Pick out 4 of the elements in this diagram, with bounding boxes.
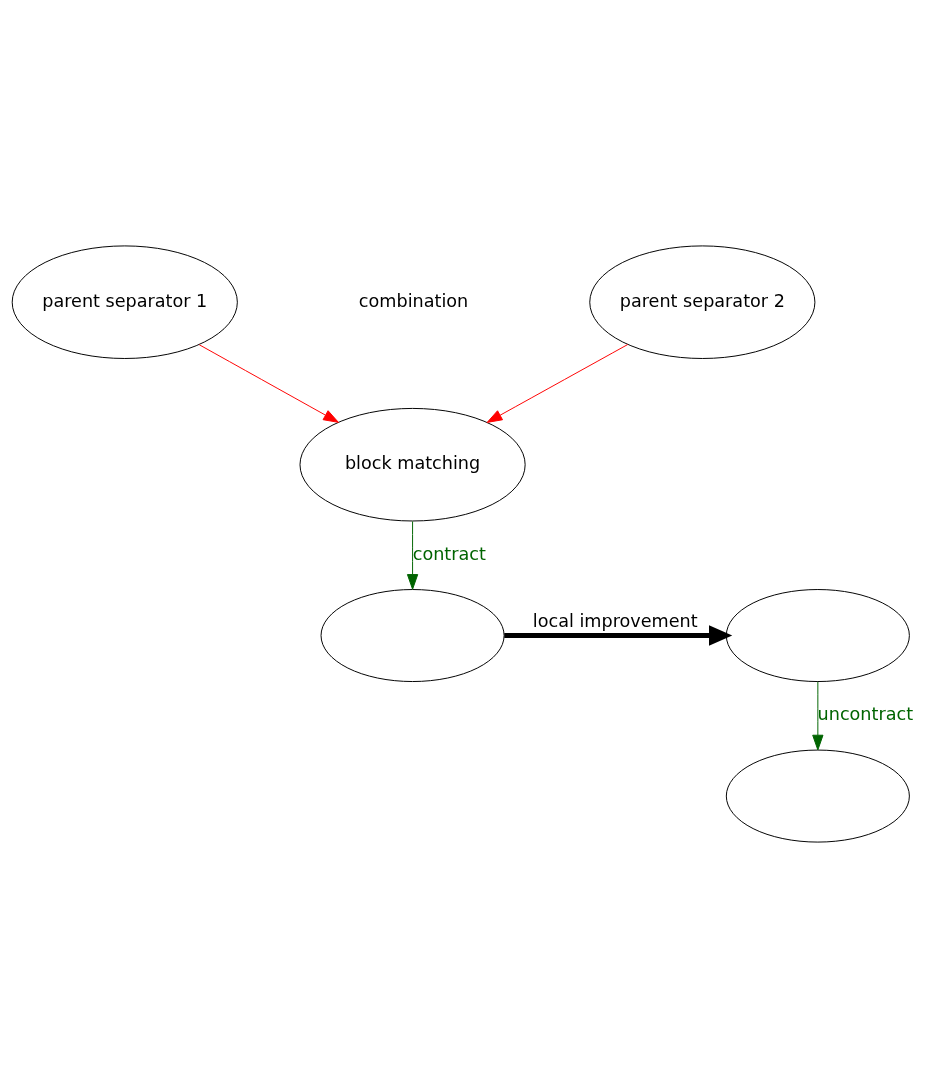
edge-label: local improvement [532,611,698,632]
label: combination [358,290,469,311]
edge-label: uncontract [817,704,914,725]
edge-label: contract [412,543,486,564]
